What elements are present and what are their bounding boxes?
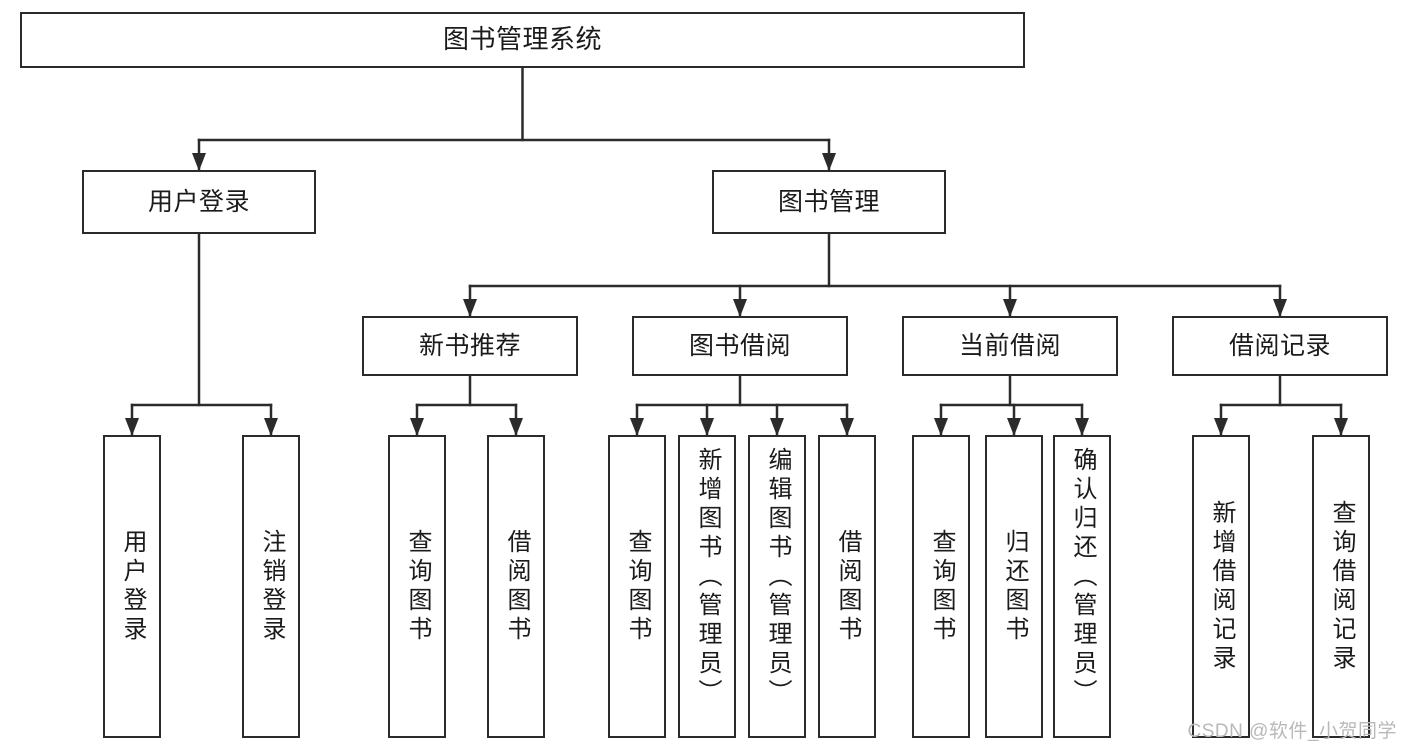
leaf-return-book-label: 归还图书 xyxy=(1001,528,1028,645)
leaf-query-book-2-label: 查询图书 xyxy=(624,528,651,645)
leaf-query-record-label: 查询借阅记录 xyxy=(1328,499,1355,674)
leaf-add-record-label: 新增借阅记录 xyxy=(1208,499,1235,674)
node-book-manage-label: 图书管理 xyxy=(777,188,880,216)
leaf-edit-book[interactable]: 编辑图书（管理员） xyxy=(748,435,806,738)
leaf-query-book-2[interactable]: 查询图书 xyxy=(608,435,666,738)
leaf-user-login-label: 用户登录 xyxy=(119,528,146,645)
node-new-book-recommend-label: 新书推荐 xyxy=(418,332,521,360)
node-new-book-recommend[interactable]: 新书推荐 xyxy=(362,316,578,376)
leaf-logout[interactable]: 注销登录 xyxy=(242,435,300,738)
leaf-borrow-book-1[interactable]: 借阅图书 xyxy=(487,435,545,738)
leaf-logout-label: 注销登录 xyxy=(258,528,285,645)
leaf-confirm-return-label: 确认归还（管理员） xyxy=(1069,447,1096,708)
leaf-borrow-book-2[interactable]: 借阅图书 xyxy=(818,435,876,738)
leaf-user-login[interactable]: 用户登录 xyxy=(103,435,161,738)
leaf-query-book-3-label: 查询图书 xyxy=(928,528,955,645)
leaf-add-book[interactable]: 新增图书（管理员） xyxy=(678,435,736,738)
leaf-borrow-book-1-label: 借阅图书 xyxy=(503,528,530,645)
node-book-borrow[interactable]: 图书借阅 xyxy=(632,316,848,376)
node-root-label: 图书管理系统 xyxy=(442,24,602,55)
node-current-borrow[interactable]: 当前借阅 xyxy=(902,316,1118,376)
leaf-confirm-return[interactable]: 确认归还（管理员） xyxy=(1053,435,1111,738)
leaf-query-book-3[interactable]: 查询图书 xyxy=(912,435,970,738)
leaf-query-book-1-label: 查询图书 xyxy=(404,528,431,645)
leaf-query-record[interactable]: 查询借阅记录 xyxy=(1312,435,1370,738)
watermark: CSDN @软件_小贺同学 xyxy=(1187,721,1397,742)
node-current-borrow-label: 当前借阅 xyxy=(958,332,1061,360)
node-user-login[interactable]: 用户登录 xyxy=(82,170,316,234)
node-borrow-record-label: 借阅记录 xyxy=(1228,332,1331,360)
node-borrow-record[interactable]: 借阅记录 xyxy=(1172,316,1388,376)
leaf-query-book-1[interactable]: 查询图书 xyxy=(388,435,446,738)
node-book-borrow-label: 图书借阅 xyxy=(688,332,791,360)
node-root[interactable]: 图书管理系统 xyxy=(20,12,1025,68)
leaf-borrow-book-2-label: 借阅图书 xyxy=(834,528,861,645)
leaf-edit-book-label: 编辑图书（管理员） xyxy=(764,447,791,708)
leaf-add-record[interactable]: 新增借阅记录 xyxy=(1192,435,1250,738)
leaf-add-book-label: 新增图书（管理员） xyxy=(694,447,721,708)
node-user-login-label: 用户登录 xyxy=(147,188,250,216)
leaf-return-book[interactable]: 归还图书 xyxy=(985,435,1043,738)
node-book-manage[interactable]: 图书管理 xyxy=(712,170,946,234)
